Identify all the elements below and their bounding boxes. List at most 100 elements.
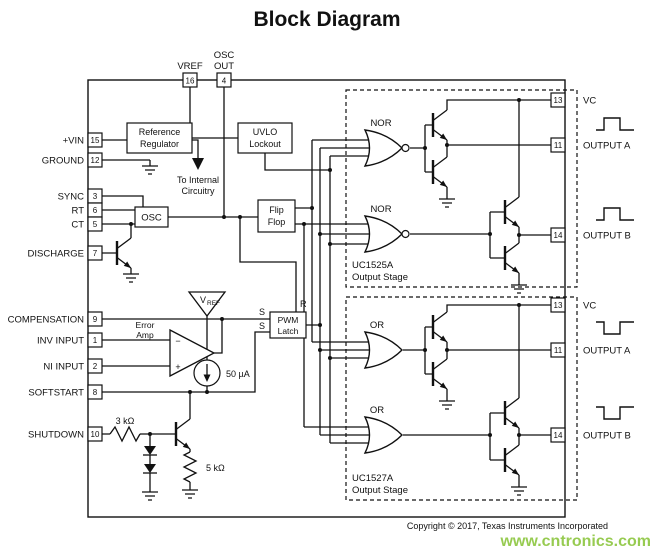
output-b-waveform-icon	[596, 207, 634, 221]
current-source-label: 50 µA	[226, 369, 250, 379]
pin-vc-2: 13 VC	[550, 297, 596, 313]
uc1525a-output-stage-box	[345, 89, 578, 288]
pin-output-a-1-label: OUTPUT A	[583, 141, 631, 152]
diode-icon	[144, 464, 156, 473]
pin-output-b-2-label: OUTPUT B	[583, 431, 631, 442]
output-a-waveform-icon	[596, 117, 634, 131]
stage2-transistors	[431, 310, 528, 496]
pin-vc-1-label: VC	[583, 96, 596, 107]
pin-ni-input: 2 NI INPUT	[43, 358, 103, 374]
pin-discharge-number: 7	[93, 249, 98, 258]
or-gate-b: OR	[363, 405, 403, 454]
pin-ct: 5 CT	[71, 216, 103, 232]
noninverting-input-sign: +	[175, 362, 180, 372]
left-pins: 15 +VIN 12 GROUND 3 SYNC 6 RT 5 CT 7 DIS…	[8, 132, 103, 442]
stage2-name: UC1527A	[352, 473, 394, 484]
pwm-latch-block: PWM Latch S R S	[259, 299, 307, 339]
pin-osc-out-label-1: OSC	[214, 50, 235, 61]
stage1-wires	[410, 99, 551, 279]
error-amp-label-1: Error	[136, 320, 155, 330]
output-a-inverted-waveform-icon	[596, 321, 634, 335]
to-internal-label-1: To Internal	[177, 175, 219, 185]
watermark-text: www.cntronics.com	[499, 533, 651, 550]
pwm-latch-label-2: Latch	[278, 326, 299, 336]
ground-icon	[141, 159, 159, 175]
pin-vref: 16 VREF	[177, 61, 203, 88]
right-pins: 13 VC 11 OUTPUT A 14 OUTPUT B 13 VC 11 O…	[550, 92, 631, 443]
pin-softstart-label: SOFTSTART	[28, 388, 84, 399]
pin-output-b-2: 14 OUTPUT B	[550, 427, 631, 443]
pin-shutdown-number: 10	[91, 430, 100, 439]
to-internal-label-2: Circuitry	[182, 186, 215, 196]
pin-vc-1: 13 VC	[550, 92, 596, 108]
vref-supply-sub-label: REF	[207, 300, 220, 307]
pin-shutdown-label: SHUTDOWN	[28, 430, 84, 441]
pin-output-b-1: 14 OUTPUT B	[550, 227, 631, 243]
pin-discharge: 7 DISCHARGE	[28, 245, 103, 261]
latch-r-label: R	[300, 299, 307, 309]
junction-dots	[129, 98, 521, 437]
output-waveforms	[596, 117, 634, 420]
current-arrow-icon	[203, 374, 211, 382]
pin-output-a-1-number: 11	[554, 141, 563, 150]
or-gate-a-label: OR	[370, 320, 384, 331]
ground-icon	[181, 483, 199, 499]
pwm-latch-label-1: PWM	[278, 315, 299, 325]
pin-shutdown: 10 SHUTDOWN	[28, 426, 103, 442]
uvlo-label-2: Lockout	[249, 139, 281, 149]
error-amp-label-2: Amp	[136, 330, 154, 340]
pin-compensation: 9 COMPENSATION	[8, 311, 103, 327]
or-gate-b-label: OR	[370, 405, 384, 416]
pin-output-b-1-label: OUTPUT B	[583, 231, 631, 242]
reference-regulator-block: Reference Regulator	[126, 122, 193, 154]
analog-wires	[102, 316, 270, 486]
ground-icon	[510, 480, 528, 496]
osc-block: OSC	[134, 206, 169, 228]
stage2-wires	[403, 304, 551, 481]
pin-ground-label: GROUND	[42, 156, 84, 167]
or-gate-a: OR	[363, 320, 403, 369]
ground-icon	[141, 485, 159, 501]
nor-gate-b: NOR	[363, 204, 410, 253]
stage2-label: Output Stage	[352, 485, 408, 496]
pin-output-b-2-number: 14	[554, 431, 563, 440]
pin-vref-label: VREF	[177, 61, 203, 72]
pin-sync-label: SYNC	[58, 192, 85, 203]
pin-softstart-number: 8	[93, 388, 98, 397]
stage1-label: Output Stage	[352, 272, 408, 283]
nor-gate-a-label: NOR	[370, 118, 391, 129]
pin-vc-1-number: 13	[554, 96, 563, 105]
pin-inv-input-label: INV INPUT	[37, 336, 84, 347]
pin-ct-number: 5	[93, 220, 98, 229]
ground-pin-symbol	[141, 159, 159, 175]
latch-s-bottom-label: S	[259, 321, 265, 331]
top-left-wires	[102, 87, 330, 312]
pin-output-a-1: 11 OUTPUT A	[550, 137, 631, 153]
pin-output-a-2-number: 11	[554, 346, 563, 355]
inverting-input-sign: −	[175, 336, 180, 346]
pin-output-a-2: 11 OUTPUT A	[550, 342, 631, 358]
reference-regulator-label-2: Regulator	[140, 139, 179, 149]
to-internal-circuitry-arrow: To Internal Circuitry	[177, 158, 219, 196]
nor-gate-a: NOR	[363, 118, 410, 167]
page-title: Block Diagram	[253, 8, 400, 31]
pin-rt: 6 RT	[72, 202, 103, 218]
shutdown-resistor-label: 3 kΩ	[116, 416, 135, 426]
uvlo-lockout-block: UVLO Lockout	[237, 122, 293, 154]
softstart-resistor	[182, 451, 198, 483]
pin-vin: 15 +VIN	[63, 132, 103, 148]
flip-flop-block: Flip Flop	[257, 199, 296, 233]
inverter-bubble-icon	[401, 143, 410, 153]
pin-sync-number: 3	[93, 192, 98, 201]
discharge-transistor	[115, 236, 140, 283]
vref-supply-symbol: V REF	[187, 291, 227, 318]
stage1-name: UC1525A	[352, 260, 394, 271]
osc-label: OSC	[141, 213, 162, 224]
vref-supply-label: V	[200, 295, 206, 305]
uc1527a-output-stage-box	[345, 296, 578, 501]
logic-bus-wires	[295, 139, 371, 444]
pin-vin-label: +VIN	[63, 136, 85, 147]
pin-sync: 3 SYNC	[58, 188, 103, 204]
pin-ni-input-label: NI INPUT	[43, 362, 84, 373]
